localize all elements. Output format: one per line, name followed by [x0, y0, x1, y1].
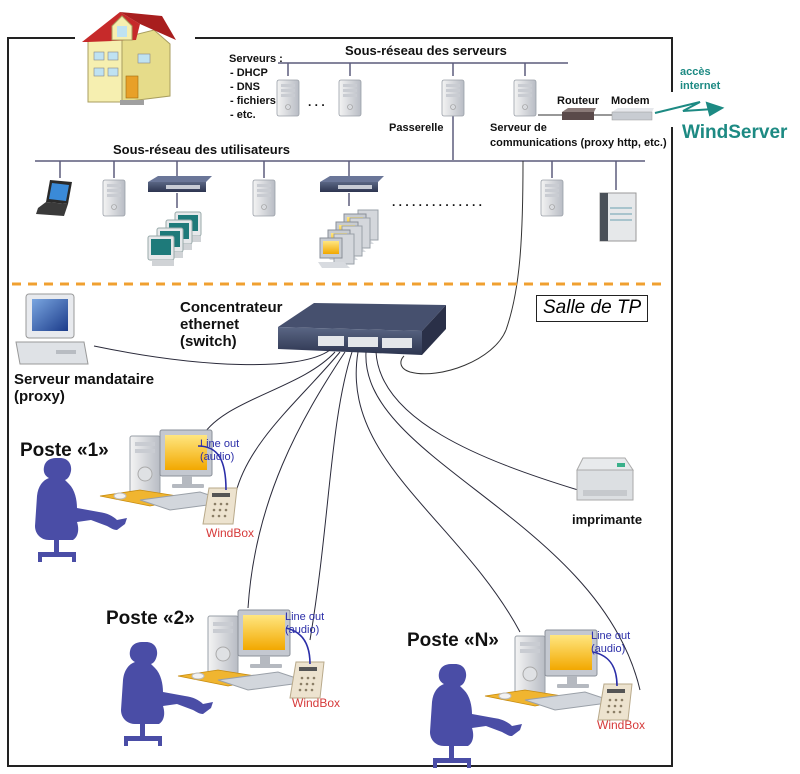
ethernet-switch-icon [278, 303, 446, 355]
printer-label: imprimante [572, 512, 643, 527]
gateway-server-icon [441, 79, 465, 117]
user-silhouette-icon [430, 664, 522, 768]
windbox-n-icon [597, 683, 633, 721]
line-out-label: (audio) [591, 643, 626, 655]
modem-label: Modem [611, 95, 650, 107]
server-list-item: - fichiers [230, 95, 276, 107]
proxy-server-icon [15, 293, 89, 365]
user-pc-tower-icon [540, 179, 564, 217]
servers-ellipsis: . . . [308, 95, 325, 109]
router-label: Routeur [557, 95, 600, 107]
server-tower-icon [338, 79, 362, 117]
windserver-label: WindServer [682, 122, 788, 143]
workstation-cluster-icon [317, 209, 379, 269]
line-out-cable [197, 445, 227, 491]
comm-server-icon [513, 79, 537, 117]
user-subnet-ellipsis: . . . . . . . . . . . . . . [392, 195, 483, 209]
line-out-label: (audio) [285, 624, 320, 636]
workstation-2-label: Poste «2» [106, 608, 195, 629]
router-icon [562, 108, 596, 120]
ethernet-cables [93, 345, 641, 691]
server-list-item: - etc. [230, 109, 256, 121]
user-subnet-bus [35, 160, 645, 208]
windbox-2-label: WindBox [292, 696, 341, 710]
server-subnet-bus [278, 62, 614, 160]
user-subnet-title: Sous-réseau des utilisateurs [113, 142, 291, 157]
server-list-item: - DHCP [230, 67, 268, 79]
server-list-item: - DNS [230, 81, 260, 93]
workstation-1-label: Poste «1» [20, 440, 109, 461]
windbox-1-icon [202, 487, 238, 525]
user-pc-tower-icon [252, 179, 276, 217]
switch-label: Concentrateur [180, 299, 283, 316]
windbox-n-label: WindBox [597, 718, 646, 732]
line-out-label: Line out [285, 611, 325, 623]
line-out-label: Line out [591, 630, 631, 642]
workstation-cluster-icon [147, 211, 202, 267]
switch-label: ethernet [180, 316, 240, 333]
line-out-cable [285, 627, 311, 665]
uplink-cable [400, 160, 524, 375]
windbox-1-label: WindBox [206, 526, 255, 540]
user-silhouette-icon [121, 642, 213, 746]
site-frame [7, 37, 673, 767]
switch-label: (switch) [180, 333, 237, 350]
line-out-label: (audio) [200, 451, 235, 463]
classroom-zone-label: Salle de TP [536, 295, 649, 322]
comm-server-label: Serveur de [490, 122, 547, 134]
hub-icon [148, 176, 212, 192]
proxy-label: (proxy) [14, 388, 65, 405]
user-silhouette-icon [35, 458, 127, 562]
proxy-label: Serveur mandataire [14, 371, 155, 388]
hub-icon [320, 176, 384, 192]
modem-icon [611, 108, 654, 121]
gateway-label: Passerelle [389, 122, 444, 134]
network-printer-icon [599, 192, 637, 242]
internet-link-icon [654, 101, 725, 117]
windbox-2-icon [289, 661, 325, 699]
line-out-cable [592, 651, 618, 687]
workstation-n-label: Poste «N» [407, 630, 499, 651]
laptop-icon [36, 180, 72, 216]
house-icon [82, 12, 176, 105]
line-out-label: Line out [200, 438, 240, 450]
internet-access-label: accès [680, 66, 711, 78]
printer-icon [576, 457, 634, 501]
servers-heading: Serveurs : [229, 53, 283, 65]
user-pc-tower-icon [102, 179, 126, 217]
internet-access-label: internet [680, 80, 721, 92]
comm-server-label: communications (proxy http, etc.) [490, 137, 667, 149]
server-subnet-title: Sous-réseau des serveurs [345, 43, 507, 58]
server-tower-icon [276, 79, 300, 117]
